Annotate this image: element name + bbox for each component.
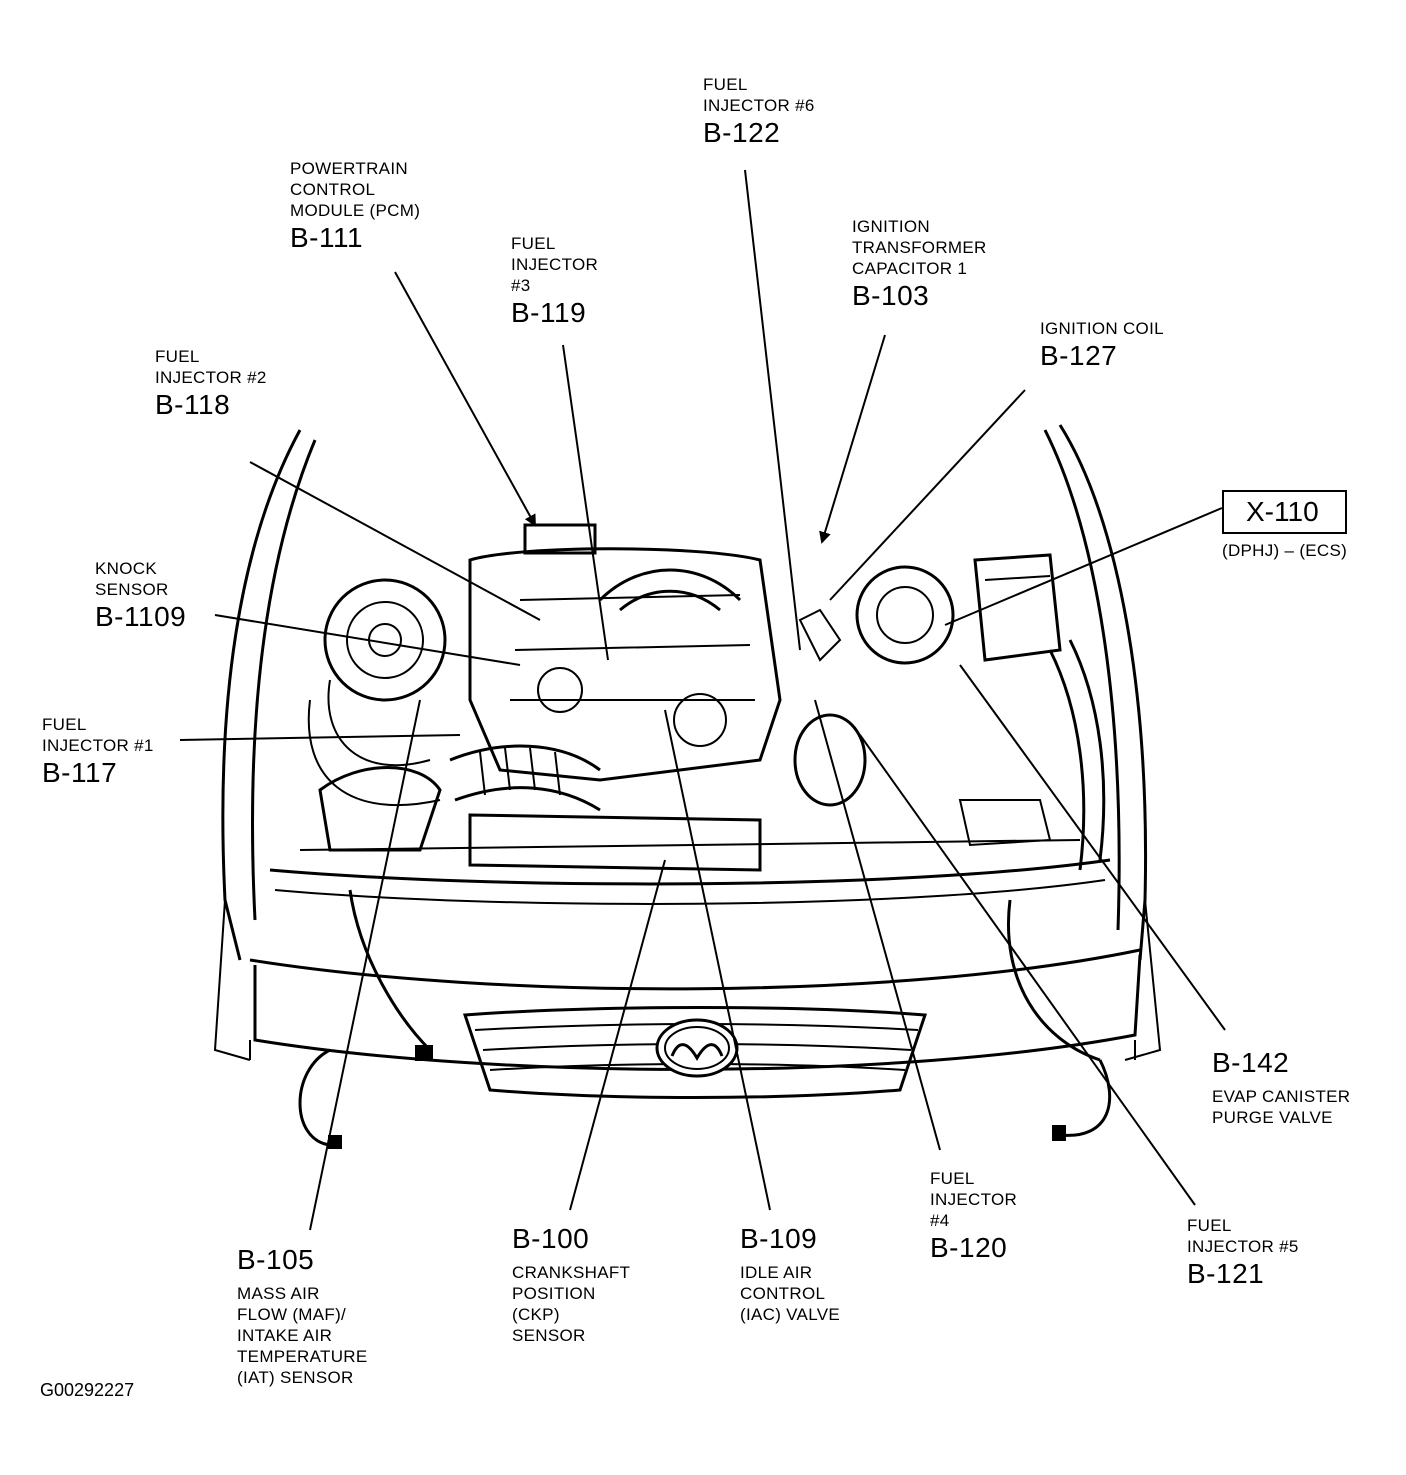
component-name: FUEL INJECTOR #1 xyxy=(42,715,154,755)
leader-b127 xyxy=(829,389,1026,601)
leader-b142 xyxy=(959,664,1226,1031)
intake-air-duct xyxy=(449,744,601,812)
component-code: B-105 xyxy=(237,1244,315,1275)
callout-b121: FUEL INJECTOR #5 B-121 xyxy=(1187,1215,1299,1291)
component-name: CRANKSHAFT POSITION (CKP) SENSOR xyxy=(512,1263,631,1345)
leader-b122 xyxy=(744,169,801,651)
component-code: B-103 xyxy=(852,280,930,311)
component-code: B-117 xyxy=(42,757,118,788)
component-name: FUEL INJECTOR #5 xyxy=(1187,1216,1299,1256)
callout-b111: POWERTRAIN CONTROL MODULE (PCM) B-111 xyxy=(290,158,420,255)
leader-b117 xyxy=(179,734,461,741)
callout-b103: IGNITION TRANSFORMER CAPACITOR 1 B-103 xyxy=(852,216,987,313)
component-code: B-142 xyxy=(1212,1047,1290,1078)
component-code: B-118 xyxy=(155,389,231,420)
connector-name: (DPHJ) – (ECS) xyxy=(1222,541,1348,560)
callout-b1109: KNOCK SENSOR B-1109 xyxy=(95,558,186,634)
radiator-support xyxy=(269,813,1111,905)
leader-lines xyxy=(179,169,1226,1231)
component-code: B-109 xyxy=(740,1223,818,1254)
callout-b119: FUEL INJECTOR #3 B-119 xyxy=(511,233,598,330)
component-name: MASS AIR FLOW (MAF)/ INTAKE AIR TEMPERAT… xyxy=(237,1284,368,1387)
callout-x110: X-110 (DPHJ) – (ECS) xyxy=(1222,490,1348,561)
component-code: B-100 xyxy=(512,1223,590,1254)
leader-b105 xyxy=(309,699,421,1231)
callout-b118: FUEL INJECTOR #2 B-118 xyxy=(155,346,267,422)
callout-b120: FUEL INJECTOR #4 B-120 xyxy=(930,1168,1017,1265)
component-code: B-120 xyxy=(930,1232,1008,1263)
leader-b109 xyxy=(664,709,771,1211)
engine-block xyxy=(468,523,782,782)
component-name: IGNITION COIL xyxy=(1040,319,1164,338)
component-name: POWERTRAIN CONTROL MODULE (PCM) xyxy=(290,159,421,220)
component-code: B-111 xyxy=(290,222,364,253)
component-name: IDLE AIR CONTROL (IAC) VALVE xyxy=(740,1263,840,1324)
raised-hood xyxy=(221,424,1148,961)
right-side-components xyxy=(793,553,1106,871)
component-name: FUEL INJECTOR #4 xyxy=(930,1169,1018,1230)
component-code: B-119 xyxy=(511,297,587,328)
component-name: IGNITION TRANSFORMER CAPACITOR 1 xyxy=(852,217,987,278)
leader-b103 xyxy=(819,334,886,544)
component-code: B-122 xyxy=(703,117,781,148)
callout-b142: B-142 EVAP CANISTER PURGE VALVE xyxy=(1212,1046,1350,1128)
leader-b100 xyxy=(569,859,666,1211)
leader-b121 xyxy=(859,734,1196,1206)
callout-b117: FUEL INJECTOR #1 B-117 xyxy=(42,714,154,790)
mazda-logo-icon xyxy=(655,1018,739,1078)
wire-harness xyxy=(298,889,1112,1149)
callout-b100: B-100 CRANKSHAFT POSITION (CKP) SENSOR xyxy=(512,1222,630,1346)
component-name: KNOCK SENSOR xyxy=(95,559,169,599)
connector-code: X-110 xyxy=(1222,490,1348,534)
leader-b111 xyxy=(394,271,536,527)
leader-b119 xyxy=(562,344,609,661)
component-code: B-127 xyxy=(1040,340,1118,371)
component-name: FUEL INJECTOR #3 xyxy=(511,234,599,295)
leader-b120 xyxy=(814,699,941,1151)
leader-x110 xyxy=(944,507,1223,626)
callout-b105: B-105 MASS AIR FLOW (MAF)/ INTAKE AIR TE… xyxy=(237,1243,368,1388)
component-name: EVAP CANISTER PURGE VALVE xyxy=(1212,1087,1351,1127)
leader-b1109 xyxy=(214,614,521,666)
figure-id: G00292227 xyxy=(40,1380,135,1400)
component-name: FUEL INJECTOR #2 xyxy=(155,347,267,387)
component-code: B-121 xyxy=(1187,1258,1265,1289)
component-code: B-1109 xyxy=(95,601,187,632)
callout-b109: B-109 IDLE AIR CONTROL (IAC) VALVE xyxy=(740,1222,840,1325)
component-name: FUEL INJECTOR #6 xyxy=(703,75,815,115)
callout-b127: IGNITION COIL B-127 xyxy=(1040,318,1164,373)
callout-b122: FUEL INJECTOR #6 B-122 xyxy=(703,74,815,150)
air-cleaner-assembly xyxy=(307,578,447,852)
leader-b118 xyxy=(249,461,541,621)
